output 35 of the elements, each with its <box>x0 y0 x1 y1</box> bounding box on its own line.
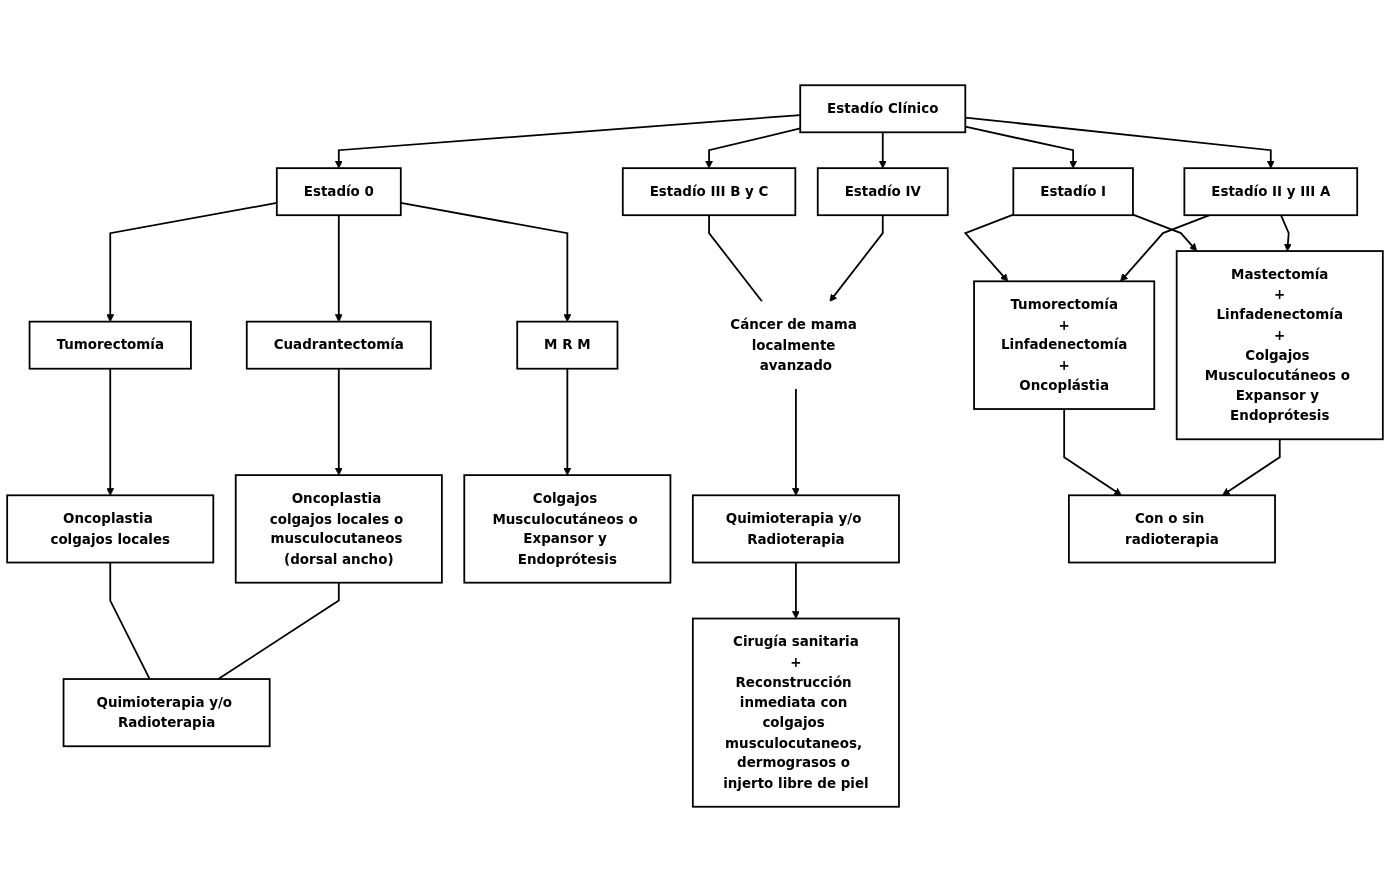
node-text: Cáncer de mama localmente avanzado <box>730 316 857 374</box>
arrow <box>563 367 572 476</box>
node-box: Tumorectomía + Linfadenectomía + Oncoplástia <box>973 280 1156 410</box>
node-box: Estadío III B y C <box>621 167 797 217</box>
node-box: Oncoplastia colgajos locales o musculocutaneos (dorsal ancho) <box>234 474 443 584</box>
node-box: Cirugía sanitaria + Reconstrucción inmediata con colgajos musculocutaneos, dermograsos o injerto libre de piel <box>691 617 900 808</box>
node-box: Estadío II y III A <box>1183 167 1359 217</box>
node-box: Cuadrantectomía <box>245 320 432 370</box>
arrow <box>1063 408 1122 496</box>
node-box: Quimioterapia y/o Radioterapia <box>691 494 900 564</box>
connector <box>109 561 151 680</box>
node-box: Estadío IV <box>816 167 949 217</box>
arrow <box>1222 438 1281 496</box>
arrow <box>334 367 343 476</box>
node-box: Estadío I <box>1012 167 1134 217</box>
arrow <box>334 214 343 322</box>
node-box: Con o sin radioterapia <box>1068 494 1276 564</box>
node-box: Colgajos Musculocutáneos o Expansor y Endoprótesis <box>463 474 672 584</box>
arrow <box>1280 214 1292 252</box>
arrow <box>829 214 884 302</box>
arrow <box>791 561 800 619</box>
node-box: Mastectomía + Linfadenectomía + Colgajos Musculocutáneos o Expansor y Endoprótesis <box>1175 250 1384 441</box>
arrow <box>1132 213 1198 252</box>
connector <box>217 581 340 680</box>
node-box: Quimioterapia y/o Radioterapia <box>62 678 271 748</box>
arrow <box>106 367 115 496</box>
node-box: Oncoplastia colgajos locales <box>6 494 215 564</box>
arrow <box>791 387 800 496</box>
node-box: Estadío Clínico <box>799 84 967 134</box>
node-box: Tumorectomía <box>28 320 192 370</box>
arrow <box>878 131 887 169</box>
arrow <box>963 213 1015 282</box>
node-box: Estadío 0 <box>275 167 402 217</box>
node-box: M R M <box>516 320 619 370</box>
connector <box>708 214 763 303</box>
